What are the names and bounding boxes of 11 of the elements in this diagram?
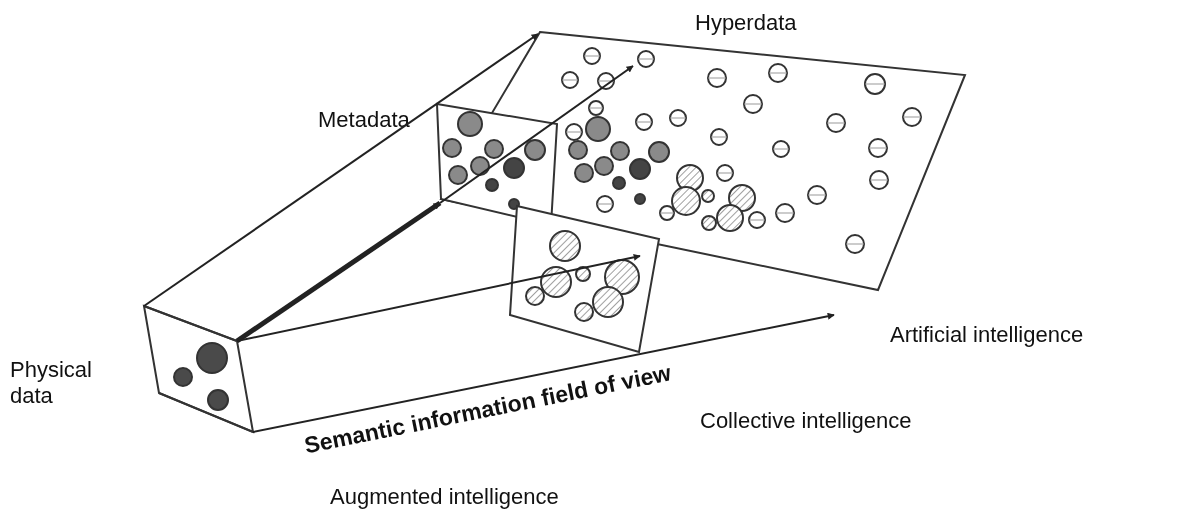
plane-label: Physical data bbox=[10, 357, 93, 409]
plane-label: Metadata bbox=[318, 107, 410, 133]
edge-label: Semantic information field of view bbox=[302, 359, 673, 459]
arrow bbox=[143, 33, 539, 307]
arrow bbox=[235, 200, 442, 344]
plane-label: Hyperdata bbox=[695, 10, 797, 36]
label-text: Artificial intelligence bbox=[890, 322, 1084, 348]
arrow bbox=[252, 312, 835, 433]
label-text: Collective intelligence bbox=[700, 408, 912, 434]
arrow bbox=[439, 65, 634, 204]
label-text: Augmented intelligence bbox=[330, 484, 559, 510]
